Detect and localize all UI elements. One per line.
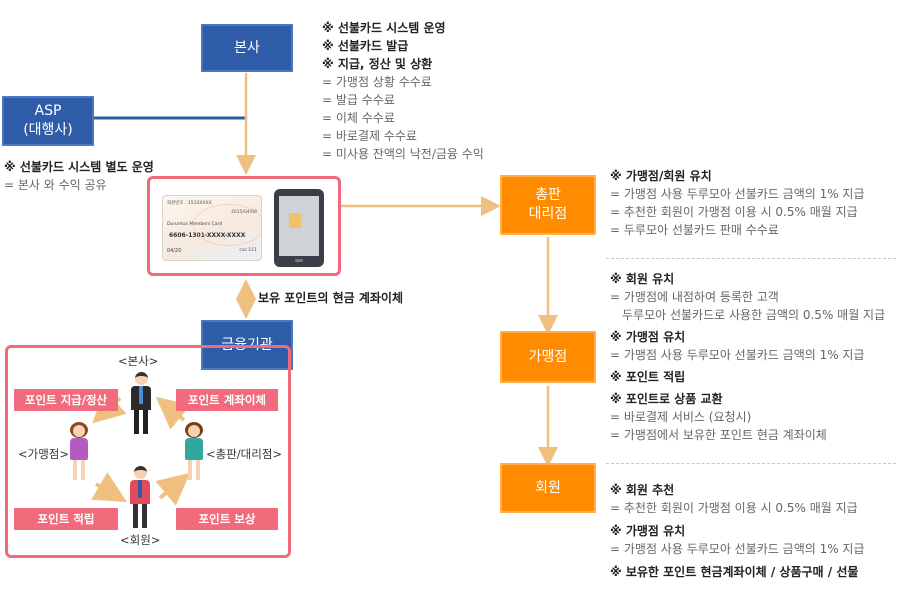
- card-member-no: 회원번호 : 1510XXXX: [167, 201, 212, 206]
- hq-label: 본사: [234, 39, 260, 56]
- tag-point-payment: 포인트 지급/정산: [14, 389, 118, 411]
- member-person-icon: [129, 466, 151, 530]
- note-line: = 발급 수수료: [322, 93, 395, 107]
- point-cycle-frame: [5, 345, 291, 558]
- note-line: = 가맹점에 내점하여 등록한 고객: [610, 290, 779, 304]
- note-line: = 가맹점 사용 두루모아 선불카드 금액의 1% 지급: [610, 187, 865, 201]
- note-line: ※ 선불카드 시스템 운영: [322, 21, 446, 35]
- role-hq: <본사>: [118, 354, 159, 368]
- note-line: ※ 가맹점 유치: [610, 524, 686, 538]
- tag-point-transfer: 포인트 계좌이체: [176, 389, 278, 411]
- note-line: = 본사 와 수익 공유: [4, 178, 107, 192]
- note-line: = 바로결제 서비스 (요청시): [610, 410, 752, 424]
- role-merchant: <가맹점>: [18, 447, 70, 461]
- asp-label-line1: ASP: [34, 103, 62, 119]
- note-line: ※ 회원 추천: [610, 483, 675, 497]
- hq-node: 본사: [201, 24, 293, 72]
- note-line: ※ 보유한 포인트 현금계좌이체 / 상품구매 / 선물: [610, 565, 859, 579]
- card-frame: 회원번호 : 1510XXXX 2015/04/08 Durumoa Membe…: [147, 176, 341, 276]
- note-line: = 바로결제 수수료: [322, 129, 417, 143]
- note-line: ※ 가맹점/회원 유치: [610, 169, 712, 183]
- merchant-label: 가맹점: [528, 348, 568, 365]
- role-distributor: <총판/대리점>: [206, 447, 283, 461]
- distributor-label-line1: 총판: [535, 187, 561, 203]
- card-cvc: cvc 111: [239, 248, 257, 253]
- asp-node: ASP (대행사): [2, 96, 94, 146]
- note-line: = 두루모아 선불카드 판매 수수료: [610, 223, 779, 237]
- distributor-person-icon: [183, 422, 205, 484]
- note-line: = 가맹점 사용 두루모아 선불카드 금액의 1% 지급: [610, 542, 865, 556]
- note-line: = 이체 수수료: [322, 111, 395, 125]
- card-swirl-decoration: [193, 204, 261, 246]
- note-line: = 추천한 회원이 가맹점 이용 시 0.5% 매월 지급: [610, 205, 858, 219]
- asp-label-line2: (대행사): [23, 122, 73, 138]
- transfer-label: 보유 포인트의 현금 계좌이체: [258, 291, 404, 305]
- merchant-node: 가맹점: [500, 331, 596, 383]
- note-line: ※ 지급, 정산 및 상환: [322, 57, 433, 71]
- note-line: 두루모아 선불카드로 사용한 금액의 0.5% 매월 지급: [622, 308, 886, 322]
- cycle-arrow-distributor-hq: [155, 396, 191, 430]
- role-member: <회원>: [120, 533, 161, 547]
- cycle-arrow-member-distributor: [155, 472, 191, 506]
- note-line: = 미사용 잔액의 낙전/금융 수익: [322, 147, 484, 161]
- distributor-node: 총판 대리점: [500, 175, 596, 235]
- note-line: = 가맹점 상황 수수료: [322, 75, 432, 89]
- member-node: 회원: [500, 463, 596, 513]
- hq-notes: ※ 선불카드 시스템 운영 ※ 선불카드 발급 ※ 지급, 정산 및 상환 = 가맹점…: [322, 19, 484, 163]
- distributor-notes: ※ 가맹점/회원 유치 = 가맹점 사용 두루모아 선불카드 금액의 1% 지급 =…: [610, 167, 865, 239]
- note-line: ※ 회원 유치: [610, 272, 675, 286]
- member-label: 회원: [535, 479, 561, 496]
- prepaid-card-image: 회원번호 : 1510XXXX 2015/04/08 Durumoa Membe…: [162, 195, 262, 261]
- merchant-person-icon: [68, 422, 90, 484]
- divider-2: [606, 463, 896, 464]
- note-line: = 가맹점에서 보유한 포인트 현금 계좌이체: [610, 428, 827, 442]
- asp-notes: ※ 선불카드 시스템 별도 운영 = 본사 와 수익 공유: [4, 158, 154, 194]
- note-line: ※ 포인트로 상품 교환: [610, 392, 723, 406]
- note-line: = 추천한 회원이 가맹점 이용 시 0.5% 매월 지급: [610, 501, 858, 515]
- bank-label: 금융기관: [221, 336, 273, 353]
- note-line: ※ 선불카드 시스템 별도 운영: [4, 160, 154, 174]
- hq-person-icon: [130, 372, 152, 436]
- distributor-label-line2: 대리점: [528, 206, 568, 222]
- note-line: ※ 선불카드 발급: [322, 39, 409, 53]
- phone-icon: [274, 189, 324, 267]
- member-notes: ※ 회원 추천 = 추천한 회원이 가맹점 이용 시 0.5% 매월 지급 ※ 가맹…: [610, 481, 865, 581]
- cycle-arrow-merchant-member: [91, 472, 127, 503]
- tag-point-reward: 포인트 보상: [176, 508, 278, 530]
- note-line: = 가맹점 사용 두루모아 선불카드 금액의 1% 지급: [610, 348, 865, 362]
- note-line: ※ 가맹점 유치: [610, 330, 686, 344]
- note-line: ※ 포인트 적립: [610, 370, 686, 384]
- divider-1: [606, 258, 896, 259]
- card-expiry: 04/20: [167, 248, 182, 254]
- tag-point-accumulate: 포인트 적립: [14, 508, 118, 530]
